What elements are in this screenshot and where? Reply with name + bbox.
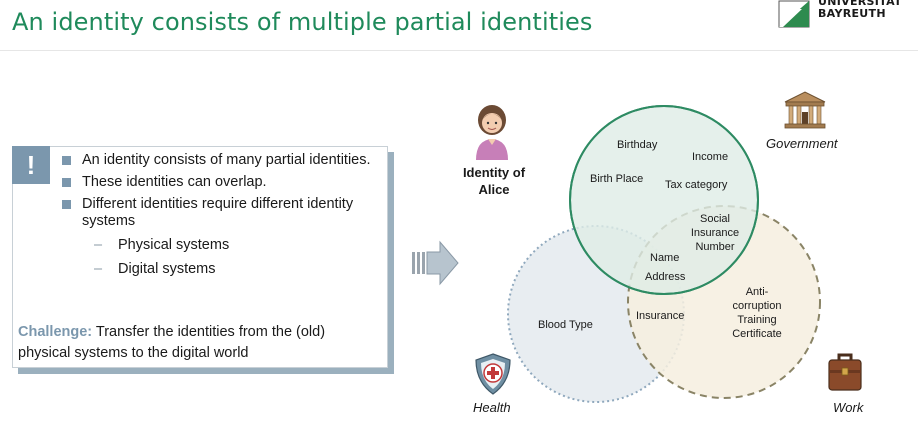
name-label: Name bbox=[650, 252, 680, 264]
challenge-label: Challenge: bbox=[18, 324, 93, 340]
income-label: Income bbox=[692, 151, 729, 163]
dash-bullet-icon: – bbox=[94, 261, 103, 277]
briefcase-icon bbox=[828, 353, 862, 391]
square-bullet-icon bbox=[62, 200, 71, 209]
square-bullet-icon bbox=[62, 178, 71, 187]
bullet-text: An identity consists of many partial ide… bbox=[82, 152, 371, 168]
birth-place-label: Birth Place bbox=[590, 173, 644, 185]
health-label: Health bbox=[473, 400, 511, 415]
info-panel bbox=[12, 146, 388, 368]
sub-bullet-text: Digital systems bbox=[118, 261, 216, 277]
sub-bullet-text: Physical systems bbox=[118, 237, 230, 253]
health-shield-icon bbox=[475, 353, 511, 395]
challenge-body: Transfer the identities from the (old) p… bbox=[18, 324, 326, 361]
sub-bullet-item: – Physical systems bbox=[62, 237, 372, 254]
tax-category-label: Tax category bbox=[665, 179, 728, 191]
logo-line-1: UNIVERSITÄT bbox=[818, 0, 902, 8]
address-label: Address bbox=[645, 271, 686, 283]
woman-avatar-icon bbox=[476, 105, 508, 160]
bullet-list: An identity consists of many partial ide… bbox=[62, 152, 372, 278]
exclamation-icon: ! bbox=[12, 146, 50, 184]
bullet-text: Different identities require different i… bbox=[82, 196, 354, 229]
logo-line-2: BAYREUTH bbox=[818, 7, 886, 20]
dash-bullet-icon: – bbox=[94, 237, 103, 253]
university-logo-text: UNIVERSITÄT BAYREUTH bbox=[818, 0, 902, 20]
bullet-item: Different identities require different i… bbox=[62, 196, 372, 230]
right-arrow-icon bbox=[412, 240, 459, 286]
work-label: Work bbox=[833, 400, 864, 415]
university-logo-mark-icon bbox=[778, 0, 810, 28]
government-building-icon bbox=[784, 91, 826, 129]
bullet-item: These identities can overlap. bbox=[62, 174, 372, 191]
insurance-label: Insurance bbox=[636, 310, 685, 322]
bullet-item: An identity consists of many partial ide… bbox=[62, 152, 372, 169]
social-insurance-number-label: Social Insurance Number bbox=[690, 213, 740, 253]
bullet-text: These identities can overlap. bbox=[82, 174, 267, 190]
government-circle-outline bbox=[569, 105, 759, 295]
sub-bullet-item: – Digital systems bbox=[62, 261, 372, 278]
birthday-label: Birthday bbox=[617, 139, 658, 151]
title-divider bbox=[0, 50, 918, 51]
government-label: Government bbox=[766, 136, 838, 151]
person-label: Identity of Alice bbox=[462, 165, 526, 197]
challenge-text: Challenge: Transfer the identities from … bbox=[18, 322, 378, 364]
square-bullet-icon bbox=[62, 156, 71, 165]
blood-type-label: Blood Type bbox=[538, 319, 593, 331]
slide-title: An identity consists of multiple partial… bbox=[12, 8, 593, 36]
anti-corruption-certificate-label: Anti-corruption Training Certificate bbox=[732, 286, 782, 340]
university-logo: UNIVERSITÄT BAYREUTH bbox=[778, 0, 918, 30]
